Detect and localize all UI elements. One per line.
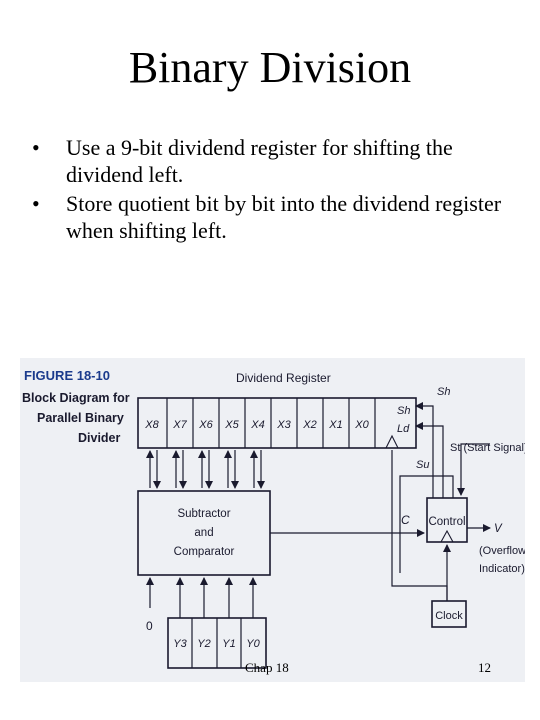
register-cell-x8: X8: [144, 419, 159, 431]
register-cell-x0: X0: [354, 419, 369, 431]
control-clock-triangle: [440, 529, 454, 543]
bullet-dot: •: [32, 135, 40, 160]
divisor-cell-y1: Y1: [222, 638, 235, 650]
sh-signal-line: [415, 402, 434, 498]
register-cell-dividers: [166, 398, 376, 448]
zero-input-label: 0: [146, 619, 153, 633]
start-signal-line: [457, 443, 490, 496]
bullet-text: Use a 9-bit dividend register for shifti…: [66, 135, 453, 187]
register-input-sh: Sh: [397, 405, 410, 417]
bullet-dot: •: [32, 191, 40, 216]
clock-label: Clock: [435, 610, 463, 622]
overflow-label-line: Indicator): [479, 563, 525, 575]
register-cell-x5: X5: [224, 419, 239, 431]
bullet-list: • Use a 9-bit dividend register for shift…: [32, 134, 522, 246]
v-output-label: V: [494, 523, 503, 535]
footer-page-number: 12: [478, 660, 491, 675]
divisor-cell-y3: Y3: [173, 638, 187, 650]
control-box: [426, 497, 468, 543]
figure-caption-line: Parallel Binary: [37, 411, 124, 425]
divisor-cell-y0: Y0: [246, 638, 260, 650]
register-cell-x1: X1: [328, 419, 342, 431]
bullet-item: • Use a 9-bit dividend register for shift…: [32, 134, 522, 188]
block-diagram-svg: FIGURE 18-10 Block Diagram for Parallel …: [22, 368, 525, 669]
divisor-subtractor-connectors: [146, 577, 257, 618]
clock-box: [431, 600, 467, 628]
su-signal-label: Su: [416, 459, 429, 471]
register-clock-triangle: [385, 434, 399, 449]
register-cell-x4: X4: [250, 419, 264, 431]
su-signal-line: [399, 475, 454, 573]
subtractor-label-line: Subtractor: [177, 508, 230, 520]
overflow-label-line: (Overflow: [479, 545, 525, 557]
c-signal-label: C: [401, 513, 410, 527]
register-input-ld: Ld: [397, 423, 410, 435]
register-cell-x3: X3: [276, 419, 291, 431]
start-signal-label: St (Start Signal): [450, 442, 525, 454]
block-diagram-figure: FIGURE 18-10 Block Diagram for Parallel …: [20, 358, 525, 682]
figure-caption-line: Block Diagram for: [22, 391, 130, 405]
figure-number: FIGURE 18-10: [24, 368, 110, 383]
subtractor-label-line: Comparator: [174, 546, 235, 558]
ld-signal-line: [415, 422, 444, 498]
register-subtractor-connectors: [146, 450, 265, 489]
bullet-text: Store quotient bit by bit into the divid…: [66, 191, 502, 243]
subtractor-label-line: and: [194, 527, 213, 539]
control-label: Control: [428, 516, 465, 528]
dividend-register-label: Dividend Register: [236, 371, 331, 385]
sh-signal-label: Sh: [437, 386, 450, 398]
register-cell-x6: X6: [198, 419, 213, 431]
divisor-cell-y2: Y2: [197, 638, 210, 650]
register-cell-x7: X7: [172, 419, 187, 431]
figure-caption-line: Divider: [78, 431, 121, 445]
bullet-item: • Store quotient bit by bit into the divi…: [32, 190, 522, 244]
slide-title: Binary Division: [128, 43, 412, 92]
register-cell-x2: X2: [302, 419, 316, 431]
divisor-cell-dividers: [191, 618, 242, 668]
footer-chapter: Chap 18: [245, 660, 289, 675]
